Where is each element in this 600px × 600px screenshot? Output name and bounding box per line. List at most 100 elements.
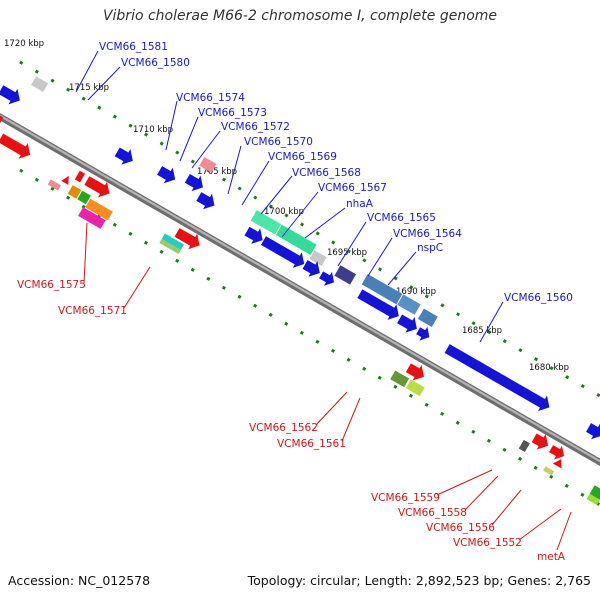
ruler-label: 1720 kbp [4,39,44,49]
gene-feature [78,207,106,229]
gene-label[interactable]: VCM66_1573 [198,107,267,119]
gene-feature [199,156,217,173]
gene-feature [518,439,530,453]
leader-line [75,50,99,93]
leader-line [367,237,393,277]
gene-feature [543,466,555,476]
gene-label[interactable]: VCM66_1567 [318,182,387,194]
leader-line [281,191,319,238]
leader-line [241,160,270,206]
gene-feature [361,273,403,305]
leader-line [260,175,293,215]
leader-line [479,301,504,343]
gene-label[interactable]: VCM66_1559 [371,492,440,504]
gene-feature [174,228,200,250]
leader-line [341,397,361,442]
leader-line [491,489,522,526]
ruler-label: 1715 kbp [69,83,109,93]
gene-label[interactable]: VCM66_1574 [176,92,245,104]
gene-feature [531,433,549,450]
ruler-label: 1690 kbp [396,287,436,297]
leader-line [315,391,348,426]
genome-summary-text: Topology: circular; Length: 2,892,523 bp… [247,573,591,588]
outer-tick-track [19,60,600,398]
gene-label[interactable]: metA [537,551,566,563]
inner-tick-track [19,168,600,507]
gene-label[interactable]: nhaA [346,198,374,210]
gene-feature [552,459,562,469]
gene-feature [67,185,82,199]
genome-backbone-highlight [0,114,600,463]
gene-label[interactable]: VCM66_1575 [17,279,86,291]
gene-label[interactable]: VCM66_1568 [292,167,361,179]
gene-feature [390,370,410,388]
gene-label[interactable]: VCM66_1569 [268,151,337,163]
ruler-label: 1685 kbp [462,326,502,336]
leader-line [337,221,367,267]
gene-feature [417,308,438,327]
leader-line [191,130,221,169]
ruler-label: 1710 kbp [133,125,173,135]
gene-feature [549,445,565,460]
gene-label[interactable]: VCM66_1572 [221,121,290,133]
map-title: Vibrio cholerae M66-2 chromosome I, comp… [102,8,498,24]
gene-label[interactable]: VCM66_1561 [277,438,346,450]
leader-line [83,222,88,284]
gene-label[interactable]: VCM66_1570 [244,136,313,148]
gene-feature [444,344,550,412]
leader-line [179,116,199,162]
gene-feature [416,326,430,341]
gene-feature [302,260,320,277]
ruler-label: 1700 kbp [264,207,304,217]
leader-line [304,207,346,239]
gene-feature [589,485,600,500]
gene-feature [31,76,49,93]
gene-label[interactable]: VCM66_1558 [398,507,467,519]
leader-line [556,511,572,551]
leader-line [165,100,178,151]
gene-label[interactable]: VCM66_1560 [504,292,573,304]
gene-feature [334,265,357,285]
gene-feature [244,226,263,244]
gene-feature [397,314,417,333]
gene-feature [309,250,327,266]
gene-label[interactable]: VCM66_1556 [426,522,495,534]
leader-line [464,475,499,511]
gene-feature [357,289,399,320]
ruler-label: 1695 kbp [327,248,367,258]
gene-label[interactable]: VCM66_1562 [249,422,318,434]
gene-feature [159,238,181,254]
gene-label[interactable]: VCM66_1580 [121,57,190,69]
ruler-label: 1680 kbp [529,363,569,373]
gene-feature [85,198,113,221]
leader-line [227,145,242,195]
gene-feature [586,423,600,440]
gene-feature [47,179,62,191]
gene-label[interactable]: VCM66_1565 [367,212,436,224]
gene-feature [0,133,31,159]
gene-feature [196,192,215,210]
gene-feature [184,174,203,192]
gene-label[interactable]: VCM66_1564 [393,228,462,240]
gene-feature [319,271,335,286]
gene-feature [114,147,133,165]
gene-label[interactable]: VCM66_1581 [99,41,168,53]
gene-feature [61,175,69,185]
gene-feature [74,170,86,183]
gene-label[interactable]: VCM66_1552 [453,537,522,549]
gene-feature [405,363,424,381]
gene-feature [260,236,305,268]
gene-feature [586,493,600,506]
gene-feature [157,166,176,184]
gene-label[interactable]: nspC [417,242,443,254]
gene-feature [397,294,421,315]
leader-line [518,508,562,541]
leader-line [123,266,151,309]
gene-feature [405,379,425,397]
ruler-label: 1705 kbp [197,167,237,177]
gene-label[interactable]: VCM66_1571 [58,305,127,317]
accession-text: Accession: NC_012578 [8,573,151,588]
leader-line [87,66,121,101]
